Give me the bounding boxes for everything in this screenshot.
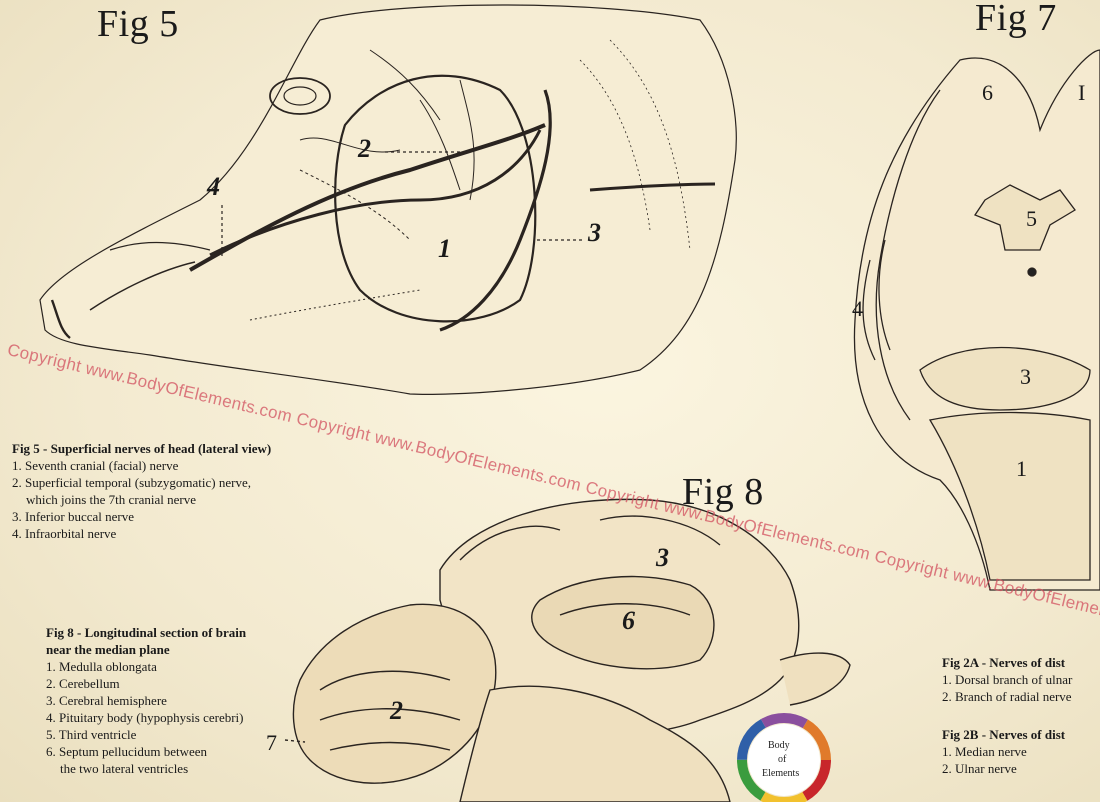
logo-text-line: of — [778, 754, 787, 765]
fig5-caption-item: 2. Superficial temporal (subzygomatic) n… — [12, 475, 251, 490]
fig8-caption-item: 4. Pituitary body (hypophysis cerebri) — [46, 710, 244, 725]
logo-ring — [737, 713, 831, 802]
fig5-caption-item: 3. Inferior buccal nerve — [12, 509, 134, 524]
fig5-label-1: 1 — [438, 234, 451, 263]
fig2b-caption-item: 1. Median nerve — [942, 744, 1027, 759]
fig7-label-4: 4 — [852, 296, 863, 321]
body-of-elements-logo: Body of Elements — [740, 716, 828, 802]
fig8-label-2: 2 — [390, 696, 403, 725]
logo-text-line: Elements — [762, 768, 800, 779]
fig8-caption-item: 5. Third ventricle — [46, 727, 137, 742]
fig8-title: Fig 8 — [682, 471, 764, 513]
fig2b-caption-heading: Fig 2B - Nerves of dist — [942, 727, 1066, 742]
logo-text-line: Body — [768, 740, 790, 751]
fig8-caption-item: 3. Cerebral hemisphere — [46, 693, 167, 708]
fig8-caption-heading: near the median plane — [46, 642, 170, 657]
fig2a-caption-item: 2. Branch of radial nerve — [942, 689, 1072, 704]
fig2a-caption-heading: Fig 2A - Nerves of dist — [942, 655, 1066, 670]
fig8-label-7: 7 — [266, 730, 277, 755]
fig2b-caption-item: 2. Ulnar nerve — [942, 761, 1017, 776]
fig8-caption-item: 2. Cerebellum — [46, 676, 120, 691]
fig5-caption-item: which joins the 7th cranial nerve — [26, 492, 197, 507]
fig8-brain-illustration — [284, 498, 851, 802]
fig5-caption-item: 4. Infraorbital nerve — [12, 526, 117, 541]
fig7-label-I: I — [1078, 80, 1086, 105]
fig7-title: Fig 7 — [975, 0, 1057, 39]
fig2b-caption: Fig 2B - Nerves of dist 1. Median nerve … — [942, 726, 1100, 777]
fig5-caption: Fig 5 - Superficial nerves of head (late… — [12, 440, 372, 542]
fig8-caption-item: 6. Septum pellucidum between — [46, 744, 208, 759]
fig2a-caption: Fig 2A - Nerves of dist 1. Dorsal branch… — [942, 654, 1100, 705]
fig7-brain-illustration — [853, 49, 1100, 591]
fig7-label-1: 1 — [1016, 456, 1027, 481]
fig7-label-5: 5 — [1026, 206, 1037, 231]
fig7-label-3: 3 — [1020, 364, 1031, 389]
fig5-head-illustration — [39, 4, 737, 395]
fig8-caption-item: the two lateral ventricles — [60, 761, 189, 776]
fig5-label-4: 4 — [207, 172, 220, 201]
fig2a-caption-item: 1. Dorsal branch of ulnar — [942, 672, 1073, 687]
fig8-label-6: 6 — [622, 606, 635, 635]
fig5-title: Fig 5 — [97, 3, 179, 45]
fig5-caption-heading: Fig 5 - Superficial nerves of head (late… — [12, 441, 272, 456]
fig5-caption-item: 1. Seventh cranial (facial) nerve — [12, 458, 179, 473]
fig5-label-2: 2 — [358, 134, 371, 163]
fig8-caption: Fig 8 - Longitudinal section of brain ne… — [46, 624, 316, 777]
fig5-label-3: 3 — [588, 218, 601, 247]
fig8-caption-heading: Fig 8 - Longitudinal section of brain — [46, 625, 247, 640]
fig8-caption-item: 1. Medulla oblongata — [46, 659, 157, 674]
fig7-label-6: 6 — [982, 80, 993, 105]
fig8-label-3: 3 — [656, 543, 669, 572]
